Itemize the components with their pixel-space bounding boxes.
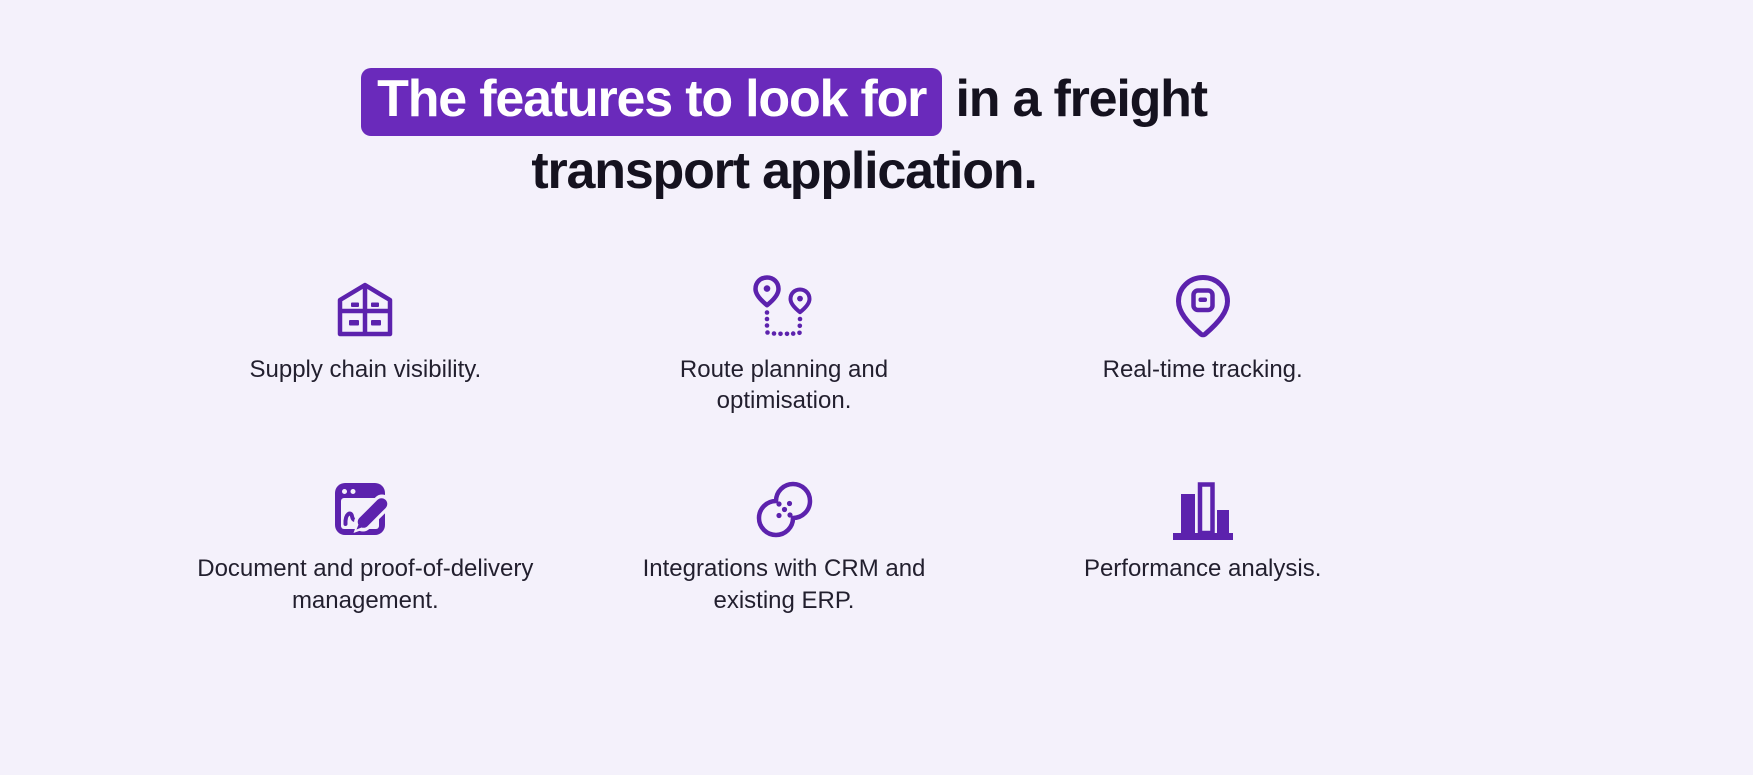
feature-label: Real-time tracking. (1102, 355, 1303, 383)
feature-card: Supply chain visibility. (156, 274, 575, 418)
integration-icon (752, 473, 816, 541)
tracking-pin-icon (1171, 274, 1235, 342)
feature-card: Performance analysis. (993, 473, 1412, 617)
feature-card: Document and proof-of-delivery managemen… (156, 473, 575, 617)
route-planning-icon (752, 274, 816, 342)
title-highlight: The features to look for (361, 68, 943, 136)
feature-label: Supply chain visibility. (249, 355, 482, 383)
features-grid: Supply chain visibility. (156, 274, 1412, 618)
title-rest: in a freight transport application. (531, 70, 1208, 200)
feature-label: Route planning and optimisation. (679, 355, 889, 415)
feature-label: Document and proof-of-delivery managemen… (197, 555, 534, 615)
bar-chart-icon (1170, 473, 1236, 541)
page-title: The features to look for in a freight tr… (284, 64, 1284, 208)
feature-label: Performance analysis. (1083, 555, 1322, 583)
document-signature-icon (332, 473, 398, 541)
content-container: The features to look for in a freight tr… (156, 64, 1412, 617)
feature-card: Route planning and optimisation. (575, 274, 994, 418)
feature-card: Integrations with CRM and existing ERP. (575, 473, 994, 617)
feature-label: Integrations with CRM and existing ERP. (642, 555, 926, 615)
warehouse-icon (333, 274, 397, 342)
feature-card: Real-time tracking. (993, 274, 1412, 418)
